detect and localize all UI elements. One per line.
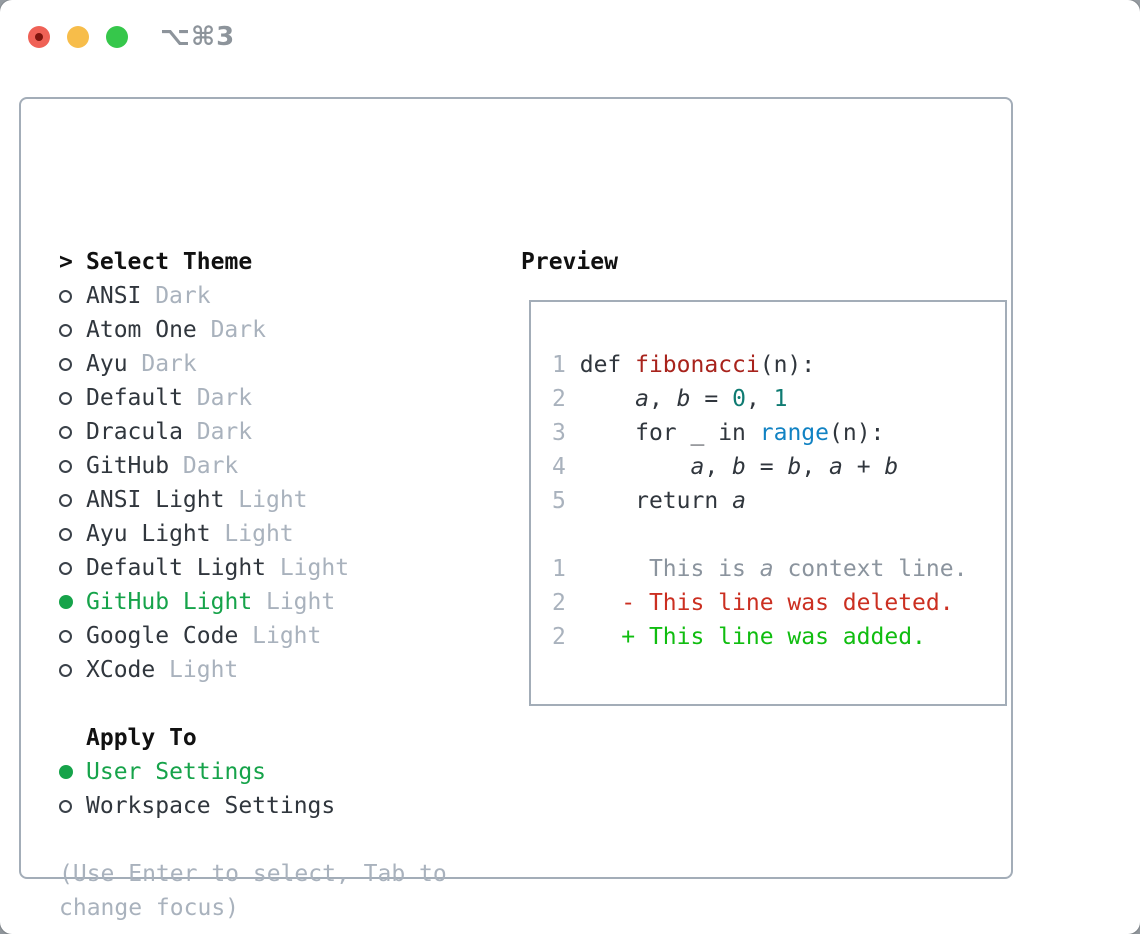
minimize-button-icon[interactable]: [67, 26, 89, 48]
theme-option-label: ANSI: [86, 283, 142, 309]
apply-to-option[interactable]: User Settings: [59, 755, 447, 789]
theme-option-label: ANSI Light: [86, 487, 225, 513]
theme-option[interactable]: GitHub Light Light: [59, 585, 447, 619]
apply-to-option-label: Workspace Settings: [86, 793, 336, 819]
theme-variant-label: Dark: [196, 385, 253, 411]
theme-option-label: Google Code: [86, 623, 239, 649]
theme-option[interactable]: Google Code Light: [59, 619, 447, 653]
theme-variant-label: Light: [252, 623, 322, 649]
radio-unselected-icon[interactable]: [59, 289, 72, 303]
select-theme-header: > Select Theme: [59, 245, 447, 279]
close-button-icon[interactable]: [28, 26, 50, 48]
theme-option[interactable]: ANSI Dark: [59, 279, 447, 313]
hint-text-line2: change focus): [59, 895, 240, 921]
theme-variant-label: Dark: [141, 351, 197, 377]
preview-pane: 1 def fibonacci(n): 2 a, b = 0, 1 3 for _ …: [529, 300, 1007, 706]
theme-variant-label: Dark: [155, 283, 211, 309]
theme-variant-label: Light: [265, 589, 336, 615]
code-line: 4 a, b = b, a + b: [552, 454, 899, 480]
theme-variant-label: Light: [279, 555, 350, 581]
code-line: 2 a, b = 0, 1: [552, 386, 788, 412]
preview-code: 1 def fibonacci(n): 2 a, b = 0, 1 3 for _ …: [552, 348, 967, 654]
select-theme-title: Select Theme: [86, 249, 253, 275]
theme-option[interactable]: Ayu Light Light: [59, 517, 447, 551]
theme-option-label: Atom One: [86, 317, 197, 343]
theme-option[interactable]: ANSI Light Light: [59, 483, 447, 517]
code-line: 1 def fibonacci(n):: [552, 352, 816, 378]
spacer-row: [59, 687, 447, 721]
radio-unselected-icon[interactable]: [59, 629, 72, 643]
theme-option-label: Ayu Light: [86, 521, 211, 547]
zoom-button-icon[interactable]: [106, 26, 128, 48]
radio-unselected-icon[interactable]: [59, 561, 72, 575]
apply-to-title: Apply To: [86, 725, 197, 751]
theme-option-label: Ayu: [86, 351, 128, 377]
radio-unselected-icon[interactable]: [59, 391, 72, 405]
theme-option-label: GitHub: [86, 453, 170, 479]
theme-option-label: Default Light: [86, 555, 267, 581]
radio-unselected-icon[interactable]: [59, 459, 72, 473]
theme-variant-label: Dark: [196, 419, 253, 445]
theme-option[interactable]: Atom One Dark: [59, 313, 447, 347]
theme-option[interactable]: GitHub Dark: [59, 449, 447, 483]
apply-to-option[interactable]: Workspace Settings: [59, 789, 447, 823]
radio-unselected-icon[interactable]: [59, 527, 72, 541]
theme-option[interactable]: Default Dark: [59, 381, 447, 415]
radio-unselected-icon[interactable]: [59, 799, 72, 813]
code-line: 5 return a: [552, 488, 746, 514]
window-controls: [28, 26, 128, 48]
theme-option[interactable]: Dracula Dark: [59, 415, 447, 449]
theme-variant-label: Light: [238, 487, 308, 513]
radio-selected-icon[interactable]: [59, 595, 73, 609]
spacer-row: [59, 823, 447, 857]
theme-option-label: XCode: [86, 657, 156, 683]
code-line: 3 for _ in range(n):: [552, 420, 885, 446]
code-line: [552, 518, 967, 552]
theme-option[interactable]: XCode Light: [59, 653, 447, 687]
theme-option-label: GitHub Light: [86, 589, 253, 615]
radio-unselected-icon[interactable]: [59, 357, 72, 371]
radio-unselected-icon[interactable]: [59, 323, 72, 337]
theme-variant-label: Dark: [182, 453, 239, 479]
code-line: 2 + This line was added.: [552, 624, 926, 650]
radio-selected-icon[interactable]: [59, 765, 73, 779]
hint-text-line1: (Use Enter to select, Tab to: [59, 861, 447, 887]
code-line: 1 This is a context line.: [552, 556, 968, 582]
radio-unselected-icon[interactable]: [59, 493, 72, 507]
theme-option-label: Default: [86, 385, 183, 411]
theme-option-label: Dracula: [86, 419, 183, 445]
theme-variant-label: Light: [224, 521, 294, 547]
radio-unselected-icon[interactable]: [59, 663, 72, 677]
theme-option[interactable]: Default Light Light: [59, 551, 447, 585]
code-line: 2 - This line was deleted.: [552, 590, 954, 616]
theme-variant-label: Dark: [210, 317, 266, 343]
keyboard-shortcut-label: ⌥⌘3: [160, 22, 236, 52]
apply-to-header: Apply To: [59, 721, 447, 755]
theme-option[interactable]: Ayu Dark: [59, 347, 447, 381]
apply-to-option-label: User Settings: [86, 759, 267, 785]
preview-title: Preview: [521, 249, 618, 275]
title-bar: ⌥⌘3: [0, 0, 1140, 74]
theme-variant-label: Light: [169, 657, 239, 683]
radio-unselected-icon[interactable]: [59, 425, 72, 439]
prompt-icon: >: [59, 249, 73, 275]
